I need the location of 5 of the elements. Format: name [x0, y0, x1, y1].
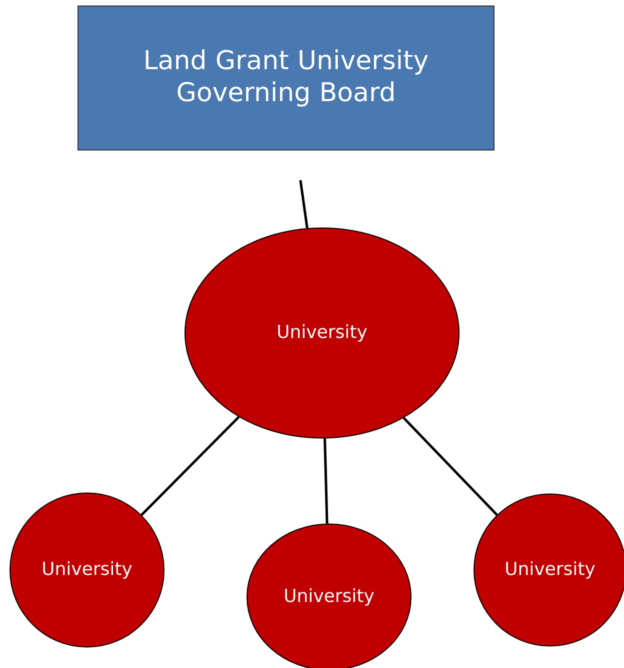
connector-line	[402, 417, 498, 516]
connector-line	[140, 416, 240, 516]
connector-line	[299, 180, 308, 228]
connector-line	[324, 438, 328, 524]
title-box: Land Grant University Governing Board	[78, 6, 494, 150]
